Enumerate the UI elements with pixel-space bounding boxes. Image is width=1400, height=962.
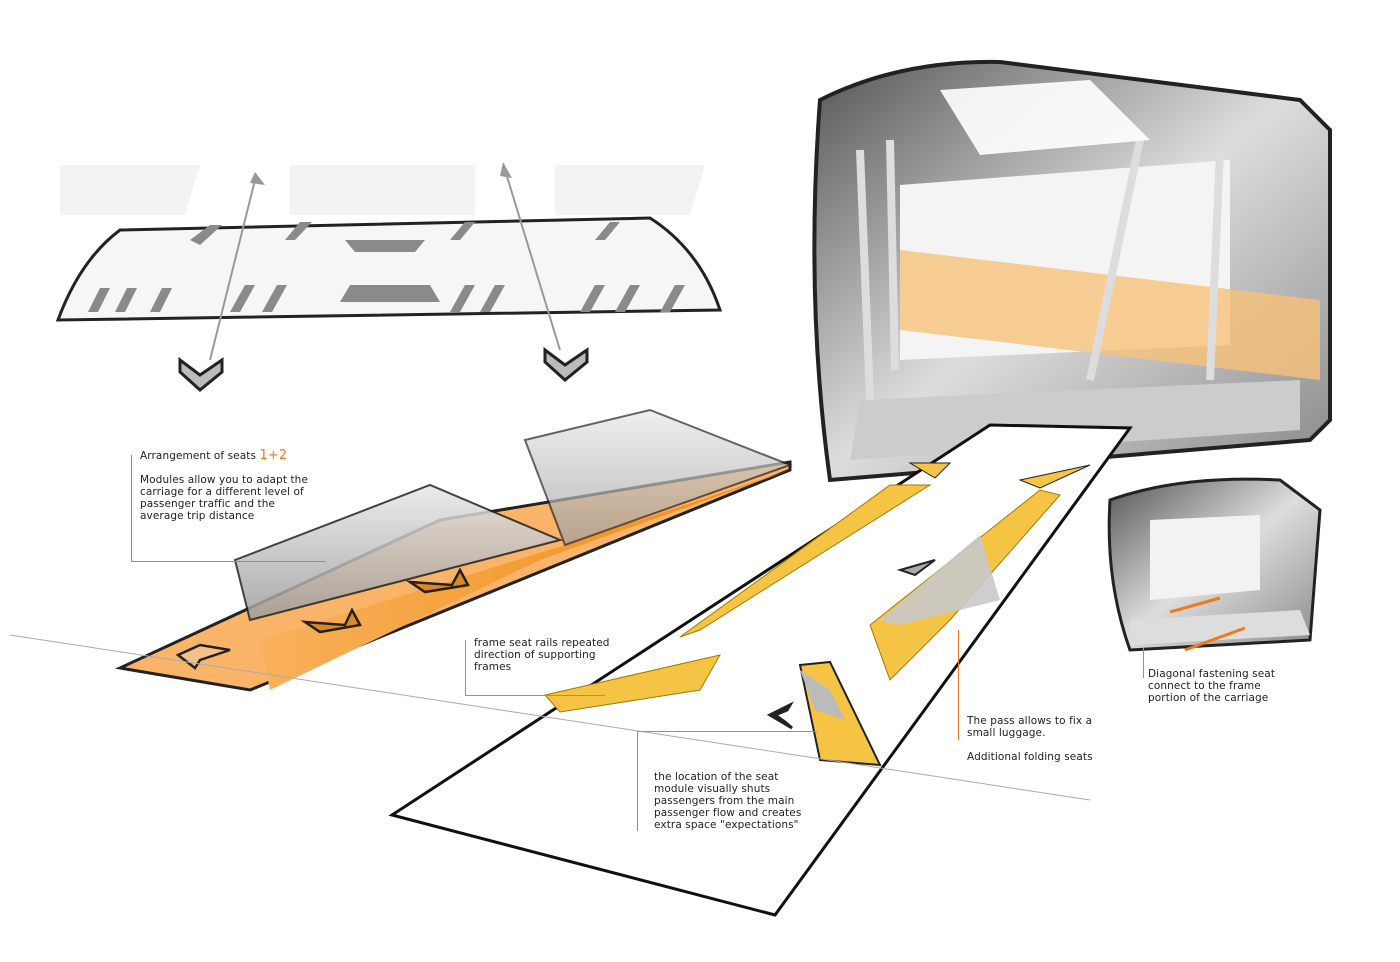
- arrow-icon: [1169, 596, 1221, 614]
- leader-line: [465, 695, 605, 696]
- small-carriage-interior: [1107, 477, 1322, 652]
- chevron-down-icon: [543, 347, 589, 382]
- modules-text: Modules allow you to adapt the carriage …: [140, 474, 309, 522]
- seats-annotation: Arrangement of seats 1+2 Modules allow y…: [140, 448, 310, 522]
- pass-annotation: The pass allows to fix a small luggage. …: [967, 715, 1107, 763]
- leader-line: [131, 561, 326, 562]
- chevron-left-icon: [766, 701, 794, 730]
- chevron-left-icon: [896, 559, 936, 577]
- chevron-icon: [300, 607, 362, 634]
- leader-line: [637, 731, 817, 732]
- rails-annotation: frame seat rails repeated direction of s…: [474, 637, 610, 673]
- leader-line: [637, 731, 638, 831]
- leader-line: [958, 630, 959, 740]
- carriage-interior-perspective: [812, 59, 1332, 483]
- floor-plan-strip: [9, 423, 1133, 917]
- location-annotation: the location of the seat module visually…: [654, 771, 802, 831]
- seats-title: Arrangement of seats: [140, 450, 260, 462]
- seat-module-sketch: [114, 408, 793, 692]
- arrow-icon: [1184, 626, 1246, 652]
- chevron-icon: [405, 567, 470, 594]
- diagonal-annotation: Diagonal fastening seat connect to the f…: [1148, 668, 1276, 704]
- leader-line: [1143, 648, 1144, 678]
- leader-line: [131, 455, 132, 561]
- plan-view-carriage: [55, 162, 723, 392]
- pass-text: The pass allows to fix a small luggage.: [967, 715, 1093, 739]
- chevron-down-icon: [178, 357, 224, 392]
- seats-accent: 1+2: [259, 448, 288, 463]
- leader-line: [465, 640, 466, 695]
- folding-text: Additional folding seats: [967, 751, 1093, 763]
